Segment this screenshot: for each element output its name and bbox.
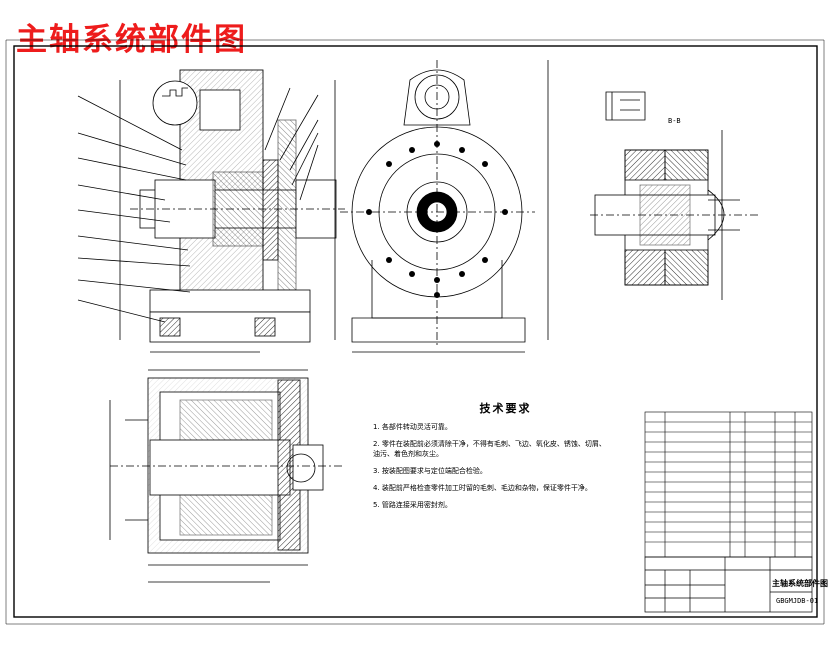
- tech-item: 2. 零件在装配前必须清除干净，不得有毛刺、飞边、氧化皮、锈蚀、切屑、: [373, 440, 606, 448]
- tech-item: 油污、着色剂和灰尘。: [373, 450, 443, 458]
- title-block-name: 主轴系统部件图: [772, 579, 828, 588]
- section-label: B-B: [668, 117, 681, 125]
- tech-item: 1. 各部件转动灵活可靠。: [373, 423, 452, 431]
- parts-list-rows: [645, 421, 812, 543]
- parts-list: [644, 411, 813, 558]
- technical-requirements: 技术要求 1. 各部件转动灵活可靠。 2. 零件在装配前必须清除干净，不得有毛刺…: [373, 400, 638, 517]
- side-view: [340, 60, 549, 353]
- title-block-drawing-no: GBGMJDB-01: [776, 597, 819, 605]
- tech-item: 5. 管路连接采用密封剂。: [373, 501, 452, 509]
- title-block: [644, 556, 813, 613]
- section-view-b: [590, 91, 760, 300]
- tech-heading: 技术要求: [479, 402, 532, 415]
- tech-item: 4. 装配前严格检查零件加工时留的毛刺、毛边和杂物，保证零件干净。: [373, 484, 592, 492]
- plan-view: [109, 369, 345, 583]
- drawing-border: [5, 39, 825, 625]
- tech-item: 3. 按装配图要求与定位端配合检验。: [373, 467, 487, 475]
- front-section-view: [77, 69, 345, 353]
